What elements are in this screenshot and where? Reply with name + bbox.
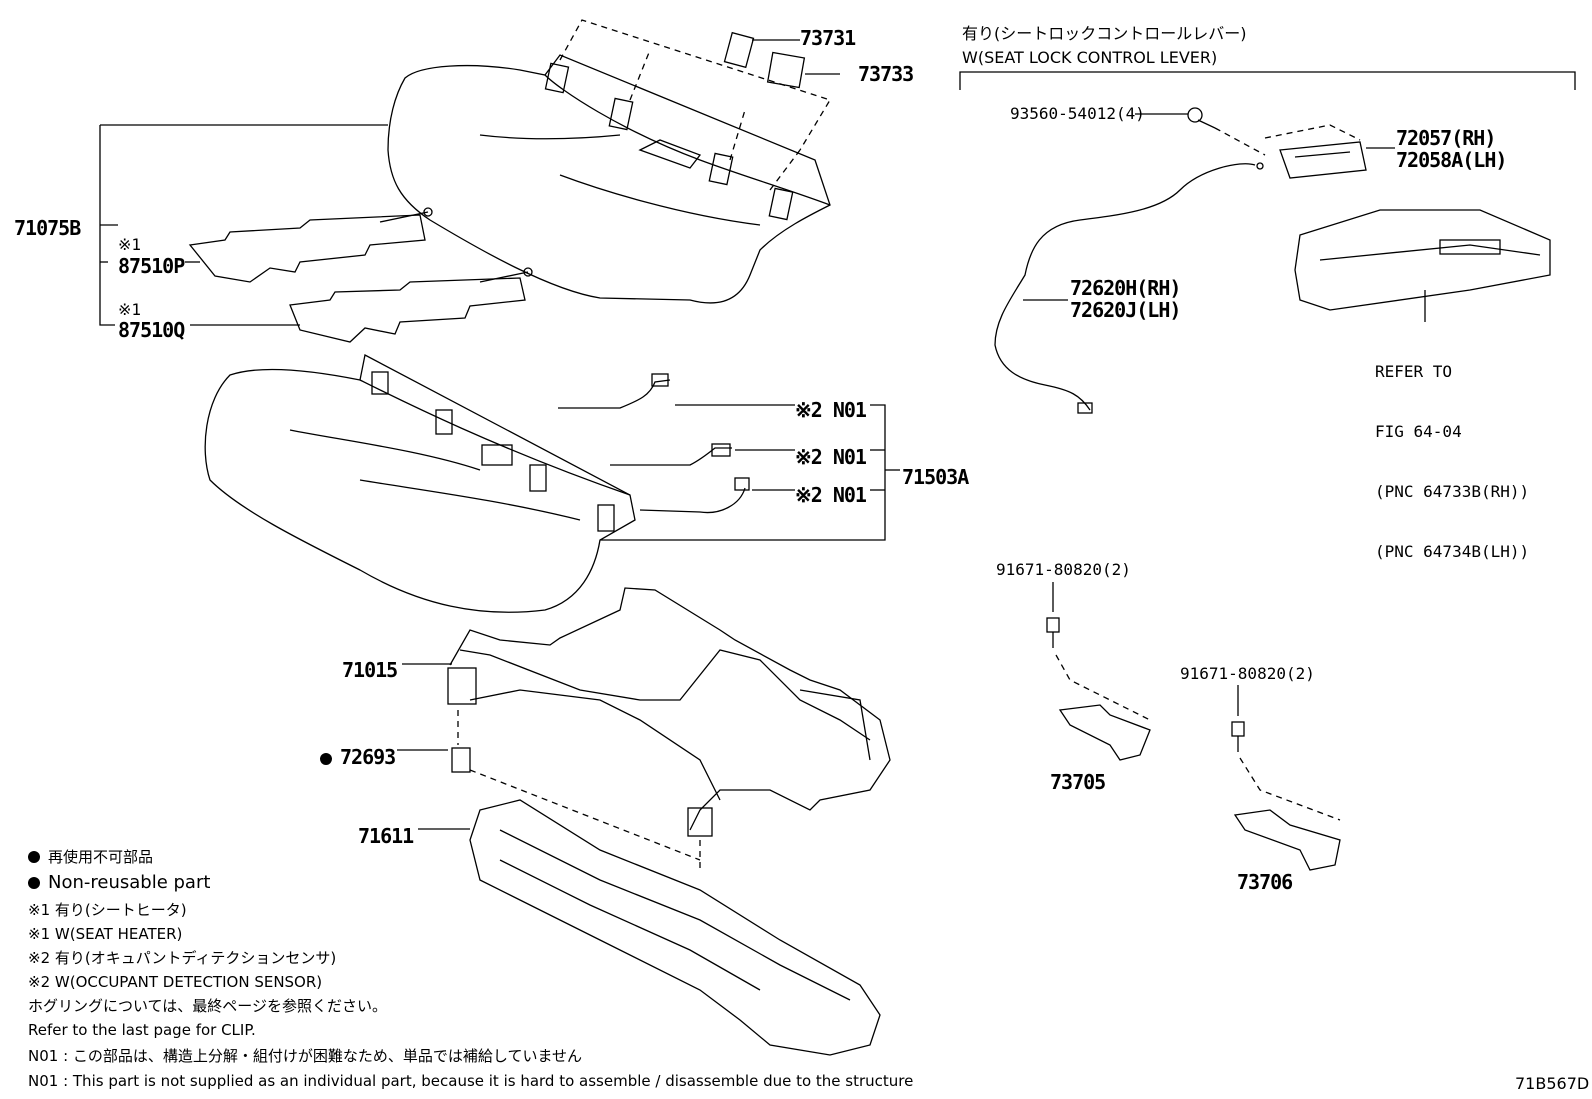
bolt-91671-b xyxy=(1231,721,1245,752)
seat-heater-87510P xyxy=(188,207,433,283)
label-72057: 72057(RH) xyxy=(1396,126,1496,150)
label-n01-b: ※2 N01 xyxy=(795,445,867,469)
reference-line-1: REFER TO xyxy=(1375,362,1453,381)
note-nonreuse-jp: 再使用不可部品 xyxy=(28,850,153,865)
label-71611: 71611 xyxy=(358,824,414,848)
reference-line-2: FIG 64-04 xyxy=(1375,422,1462,441)
label-n01-c: ※2 N01 xyxy=(795,483,867,507)
label-71075B: 71075B xyxy=(14,216,81,240)
label-72620H: 72620H(RH) xyxy=(1070,276,1181,300)
seat-cover-71075B xyxy=(387,54,831,304)
frame-cover-71611 xyxy=(469,799,881,1056)
cable-72620 xyxy=(994,162,1264,414)
note-clip-jp: ホグリングについては、最終ページを参照ください。 xyxy=(28,997,387,1015)
note-marker-87510P: ※1 xyxy=(118,235,142,254)
note-ods-en: ※2 W(OCCUPANT DETECTION SENSOR) xyxy=(28,973,323,991)
bolt-91671-a xyxy=(1046,617,1060,648)
label-71015: 71015 xyxy=(342,658,398,682)
seat-pad-71503A xyxy=(204,354,636,613)
header-jp: 有り(シートロックコントロールレバー) xyxy=(962,24,1247,43)
seat-frame-71015 xyxy=(447,587,891,837)
label-73706: 73706 xyxy=(1237,870,1293,894)
label-91671-a: 91671-80820(2) xyxy=(996,560,1131,579)
bracket-73706 xyxy=(1233,809,1341,871)
note-seat-heater-jp: ※1 有り(シートヒータ) xyxy=(28,901,187,919)
reference-line-4: (PNC 64734B(LH)) xyxy=(1375,542,1530,561)
lever-72057 xyxy=(1279,141,1367,179)
label-91671-b: 91671-80820(2) xyxy=(1180,664,1315,683)
label-87510P: 87510P xyxy=(118,254,185,278)
bolt-93560 xyxy=(1187,107,1216,129)
label-73733: 73733 xyxy=(858,62,914,86)
clip-72693 xyxy=(451,747,471,773)
figure-id: 71B567D xyxy=(1515,1074,1590,1093)
label-72620J: 72620J(LH) xyxy=(1070,298,1181,322)
label-72693: 72693 xyxy=(320,747,396,767)
clip-73731 xyxy=(723,31,755,69)
label-72058A: 72058A(LH) xyxy=(1396,148,1507,172)
clip-73733 xyxy=(766,51,806,89)
seat-heater-87510Q xyxy=(289,267,533,343)
reference-line-3: (PNC 64733B(RH)) xyxy=(1375,482,1530,501)
note-n01-jp: N01 : この部品は、構造上分解・組付けが困難なため、単品では補給していません xyxy=(28,1047,583,1065)
note-seat-heater-en: ※1 W(SEAT HEATER) xyxy=(28,925,183,943)
label-93560: 93560-54012(4) xyxy=(1010,104,1145,123)
note-nonreuse-en: Non-reusable part xyxy=(28,874,210,892)
note-n01-en: N01 : This part is not supplied as an in… xyxy=(28,1072,914,1090)
note-marker-87510Q: ※1 xyxy=(118,300,142,319)
group-bracket xyxy=(959,71,1576,90)
reference-block: REFER TO FIG 64-04 (PNC 64733B(RH)) (PNC… xyxy=(1375,322,1529,582)
label-87510Q: 87510Q xyxy=(118,318,185,342)
header-en: W(SEAT LOCK CONTROL LEVER) xyxy=(962,48,1218,67)
trim-64733B xyxy=(1294,209,1551,311)
note-ods-jp: ※2 有り(オキュパントディテクションセンサ) xyxy=(28,949,337,967)
bracket-73705 xyxy=(1058,704,1151,761)
label-n01-a: ※2 N01 xyxy=(795,398,867,422)
note-clip-en: Refer to the last page for CLIP. xyxy=(28,1021,256,1039)
label-73705: 73705 xyxy=(1050,770,1106,794)
label-71503A: 71503A xyxy=(902,465,969,489)
label-73731: 73731 xyxy=(800,26,856,50)
